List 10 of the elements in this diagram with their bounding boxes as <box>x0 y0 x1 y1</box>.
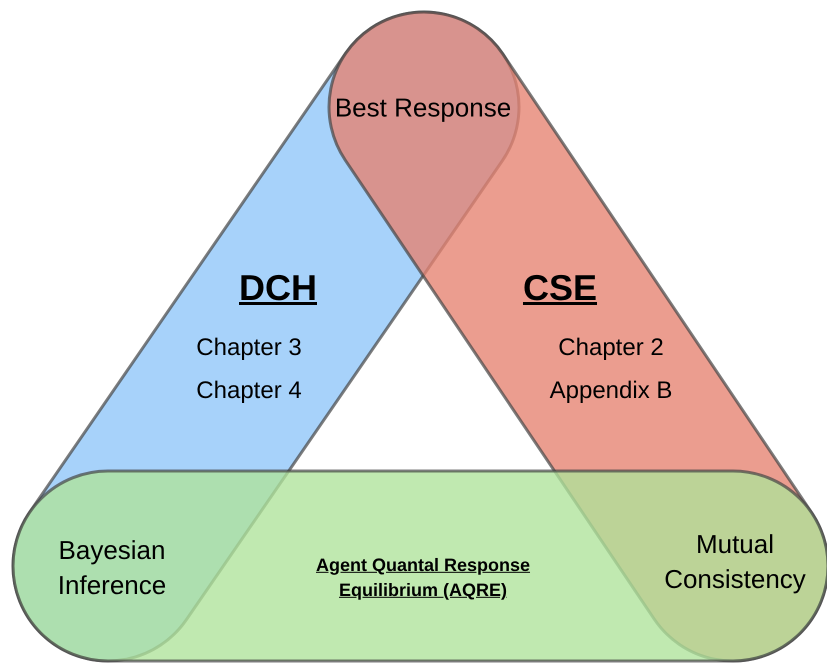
chapter-label: Chapter 2 <box>558 333 664 363</box>
band-title: DCH <box>239 266 317 310</box>
overlap-label: Bayesian Inference <box>56 534 168 602</box>
appendix-label: Appendix B <box>550 376 672 406</box>
overlap-label: Mutual Consistency <box>663 528 807 596</box>
band-title: Agent Quantal Response Equilibrium (AQRE) <box>314 554 532 602</box>
chapter-label: Chapter 4 <box>196 376 302 406</box>
band-title: CSE <box>522 266 598 310</box>
chapter-label: Chapter 3 <box>196 333 302 363</box>
overlap-label: Best Response <box>334 91 512 124</box>
